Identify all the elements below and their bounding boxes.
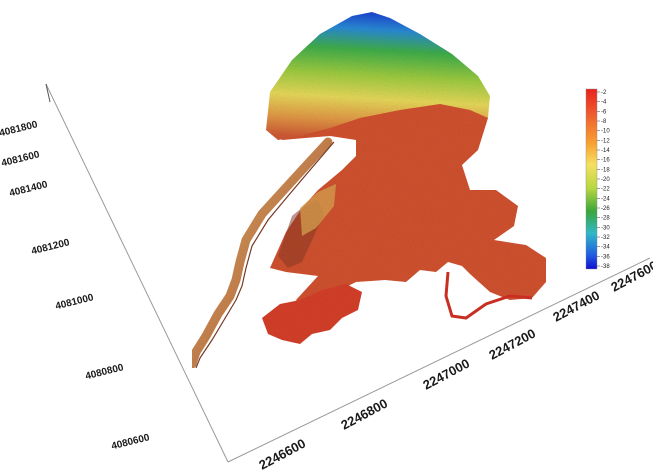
x-tick-label: 2247000 xyxy=(420,356,472,393)
colorbar-tick-label: -16 xyxy=(601,158,610,164)
colorbar-tick-label: -34 xyxy=(601,245,610,251)
colorbar-tick-label: -26 xyxy=(601,206,610,212)
colorbar-tick-label: -36 xyxy=(601,254,610,260)
x-axis-line xyxy=(227,257,651,463)
x-tick-label: 2246800 xyxy=(338,396,390,433)
y-tick-label: 4081600 xyxy=(0,149,41,169)
colorbar-tick-label: -32 xyxy=(601,235,610,241)
colorbar-tick-label: -8 xyxy=(601,119,607,125)
surface-channel xyxy=(187,137,333,369)
z-axis-stub xyxy=(45,83,51,103)
colorbar-tick-label: -2 xyxy=(601,90,607,96)
colorbar-tick-label: -14 xyxy=(601,148,610,154)
colorbar-tick-label: -22 xyxy=(601,187,610,193)
colorbar-tick-label: -18 xyxy=(601,167,610,173)
x-tick-label: 2247200 xyxy=(486,326,538,363)
y-tick-label: 4081400 xyxy=(8,179,49,199)
y-tick-label: 4081000 xyxy=(54,292,95,312)
surface-harbour xyxy=(262,284,362,344)
x-tick-label: 2247600 xyxy=(608,258,653,295)
surface-main-body xyxy=(268,88,546,310)
colorbar-tick-label: -30 xyxy=(601,225,610,231)
colorbar xyxy=(585,88,598,270)
surface-channel-edge xyxy=(195,141,335,369)
colorbar-tick-label: -4 xyxy=(601,100,607,106)
surface-west-shelf xyxy=(300,184,336,236)
colorbar-ticks: -2 -4 -6 -8 -10 -12 -14 -16 -18 -20 -22 -24 -26 -28 -3… xyxy=(597,90,610,270)
y-axis-line xyxy=(45,83,229,463)
y-tick-label: 4081800 xyxy=(0,119,39,139)
surface-east-loop xyxy=(444,271,533,320)
colorbar-tick-label: -28 xyxy=(601,216,610,222)
y-tick-label: 4080800 xyxy=(84,362,125,382)
colorbar-tick-label: -24 xyxy=(601,196,610,202)
colorbar-tick-label: -12 xyxy=(601,138,610,144)
surface-deep-cap xyxy=(266,12,490,140)
colorbar-tick-label: -6 xyxy=(601,109,607,115)
colorbar-tick-label: -10 xyxy=(601,129,610,135)
colorbar-tick-label: -20 xyxy=(601,177,610,183)
y-tick-label: 4081200 xyxy=(30,237,71,257)
x-tick-label: 2246600 xyxy=(256,436,308,472)
bathymetry-surface xyxy=(187,12,546,369)
y-tick-label: 4080600 xyxy=(110,432,151,452)
colorbar-tick-label: -38 xyxy=(601,264,610,270)
